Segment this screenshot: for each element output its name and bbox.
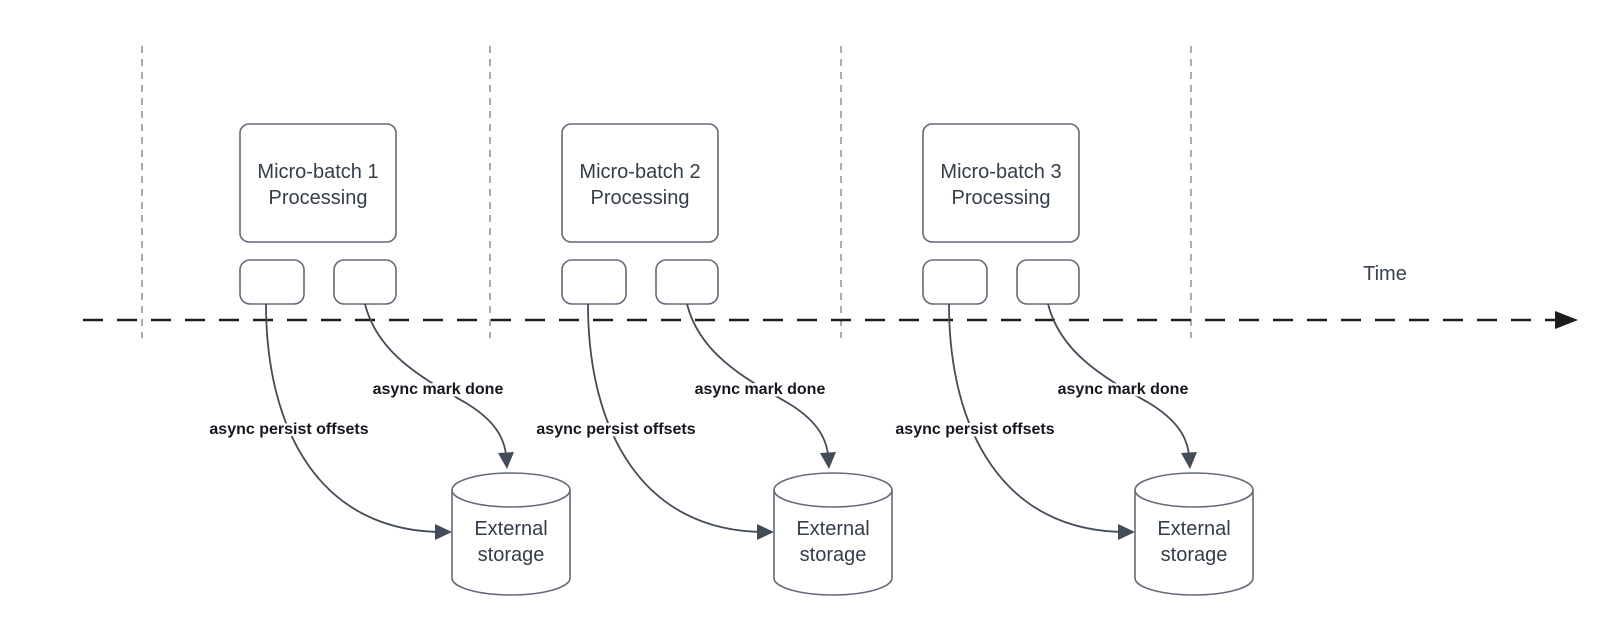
persist-offsets-label: async persist offsets [536,421,695,438]
mark-done-arrow [1047,303,1190,456]
persist-offsets-arrowhead-icon [1118,524,1135,540]
mark-done-arrowhead-icon [1181,452,1197,469]
offset-task-box [561,259,627,305]
mark-done-arrowhead-icon [820,452,836,469]
mark-done-label: async mark done [373,381,504,398]
mark-done-task-box [655,259,719,305]
mark-done-task-box [333,259,397,305]
external-storage-label-line1: External [474,518,547,540]
micro-batch-group-3: Micro-batch 3 Processing External storag… [893,123,1254,596]
persist-offsets-arrow [948,303,1127,533]
cylinder-top [451,472,571,508]
persist-offsets-arrow [265,303,444,533]
micro-batch-group-1: Micro-batch 1 Processing External storag… [207,123,571,596]
micro-batch-box [239,123,397,243]
external-storage-cylinder [1134,472,1254,596]
timeline-arrowhead-icon [1555,311,1578,329]
external-storage-label-line2: storage [800,544,867,566]
cylinder-body [1134,490,1254,596]
micro-batch-title-line1: Micro-batch 1 [257,161,378,183]
mark-done-arrow [686,303,829,456]
cylinder-body [773,490,893,596]
micro-batch-box [922,123,1080,243]
cylinder-body [451,490,571,596]
persist-offsets-arrow [587,303,766,533]
micro-batch-title-line2: Processing [591,187,690,209]
micro-batch-box [561,123,719,243]
mark-done-task-box [1016,259,1080,305]
external-storage-label-line2: storage [478,544,545,566]
offset-task-box [922,259,988,305]
persist-offsets-label: async persist offsets [895,421,1054,438]
micro-batch-title-line1: Micro-batch 3 [940,161,1061,183]
external-storage-cylinder [451,472,571,596]
persist-offsets-arrowhead-icon [435,524,452,540]
external-storage-label-line1: External [796,518,869,540]
micro-batch-title-line2: Processing [269,187,368,209]
time-label: Time [1363,263,1407,285]
micro-batch-group-2: Micro-batch 2 Processing External storag… [534,123,893,596]
mark-done-label: async mark done [1058,381,1189,398]
mark-done-arrow [364,303,507,456]
mark-done-label: async mark done [695,381,826,398]
micro-batch-title-line2: Processing [952,187,1051,209]
persist-offsets-label: async persist offsets [209,421,368,438]
micro-batch-title-line1: Micro-batch 2 [579,161,700,183]
external-storage-label-line1: External [1157,518,1230,540]
timeline-axis: Time [83,263,1578,329]
mark-done-arrowhead-icon [498,452,514,469]
cylinder-top [773,472,893,508]
offset-task-box [239,259,305,305]
external-storage-cylinder [773,472,893,596]
cylinder-top [1134,472,1254,508]
persist-offsets-arrowhead-icon [757,524,774,540]
external-storage-label-line2: storage [1161,544,1228,566]
